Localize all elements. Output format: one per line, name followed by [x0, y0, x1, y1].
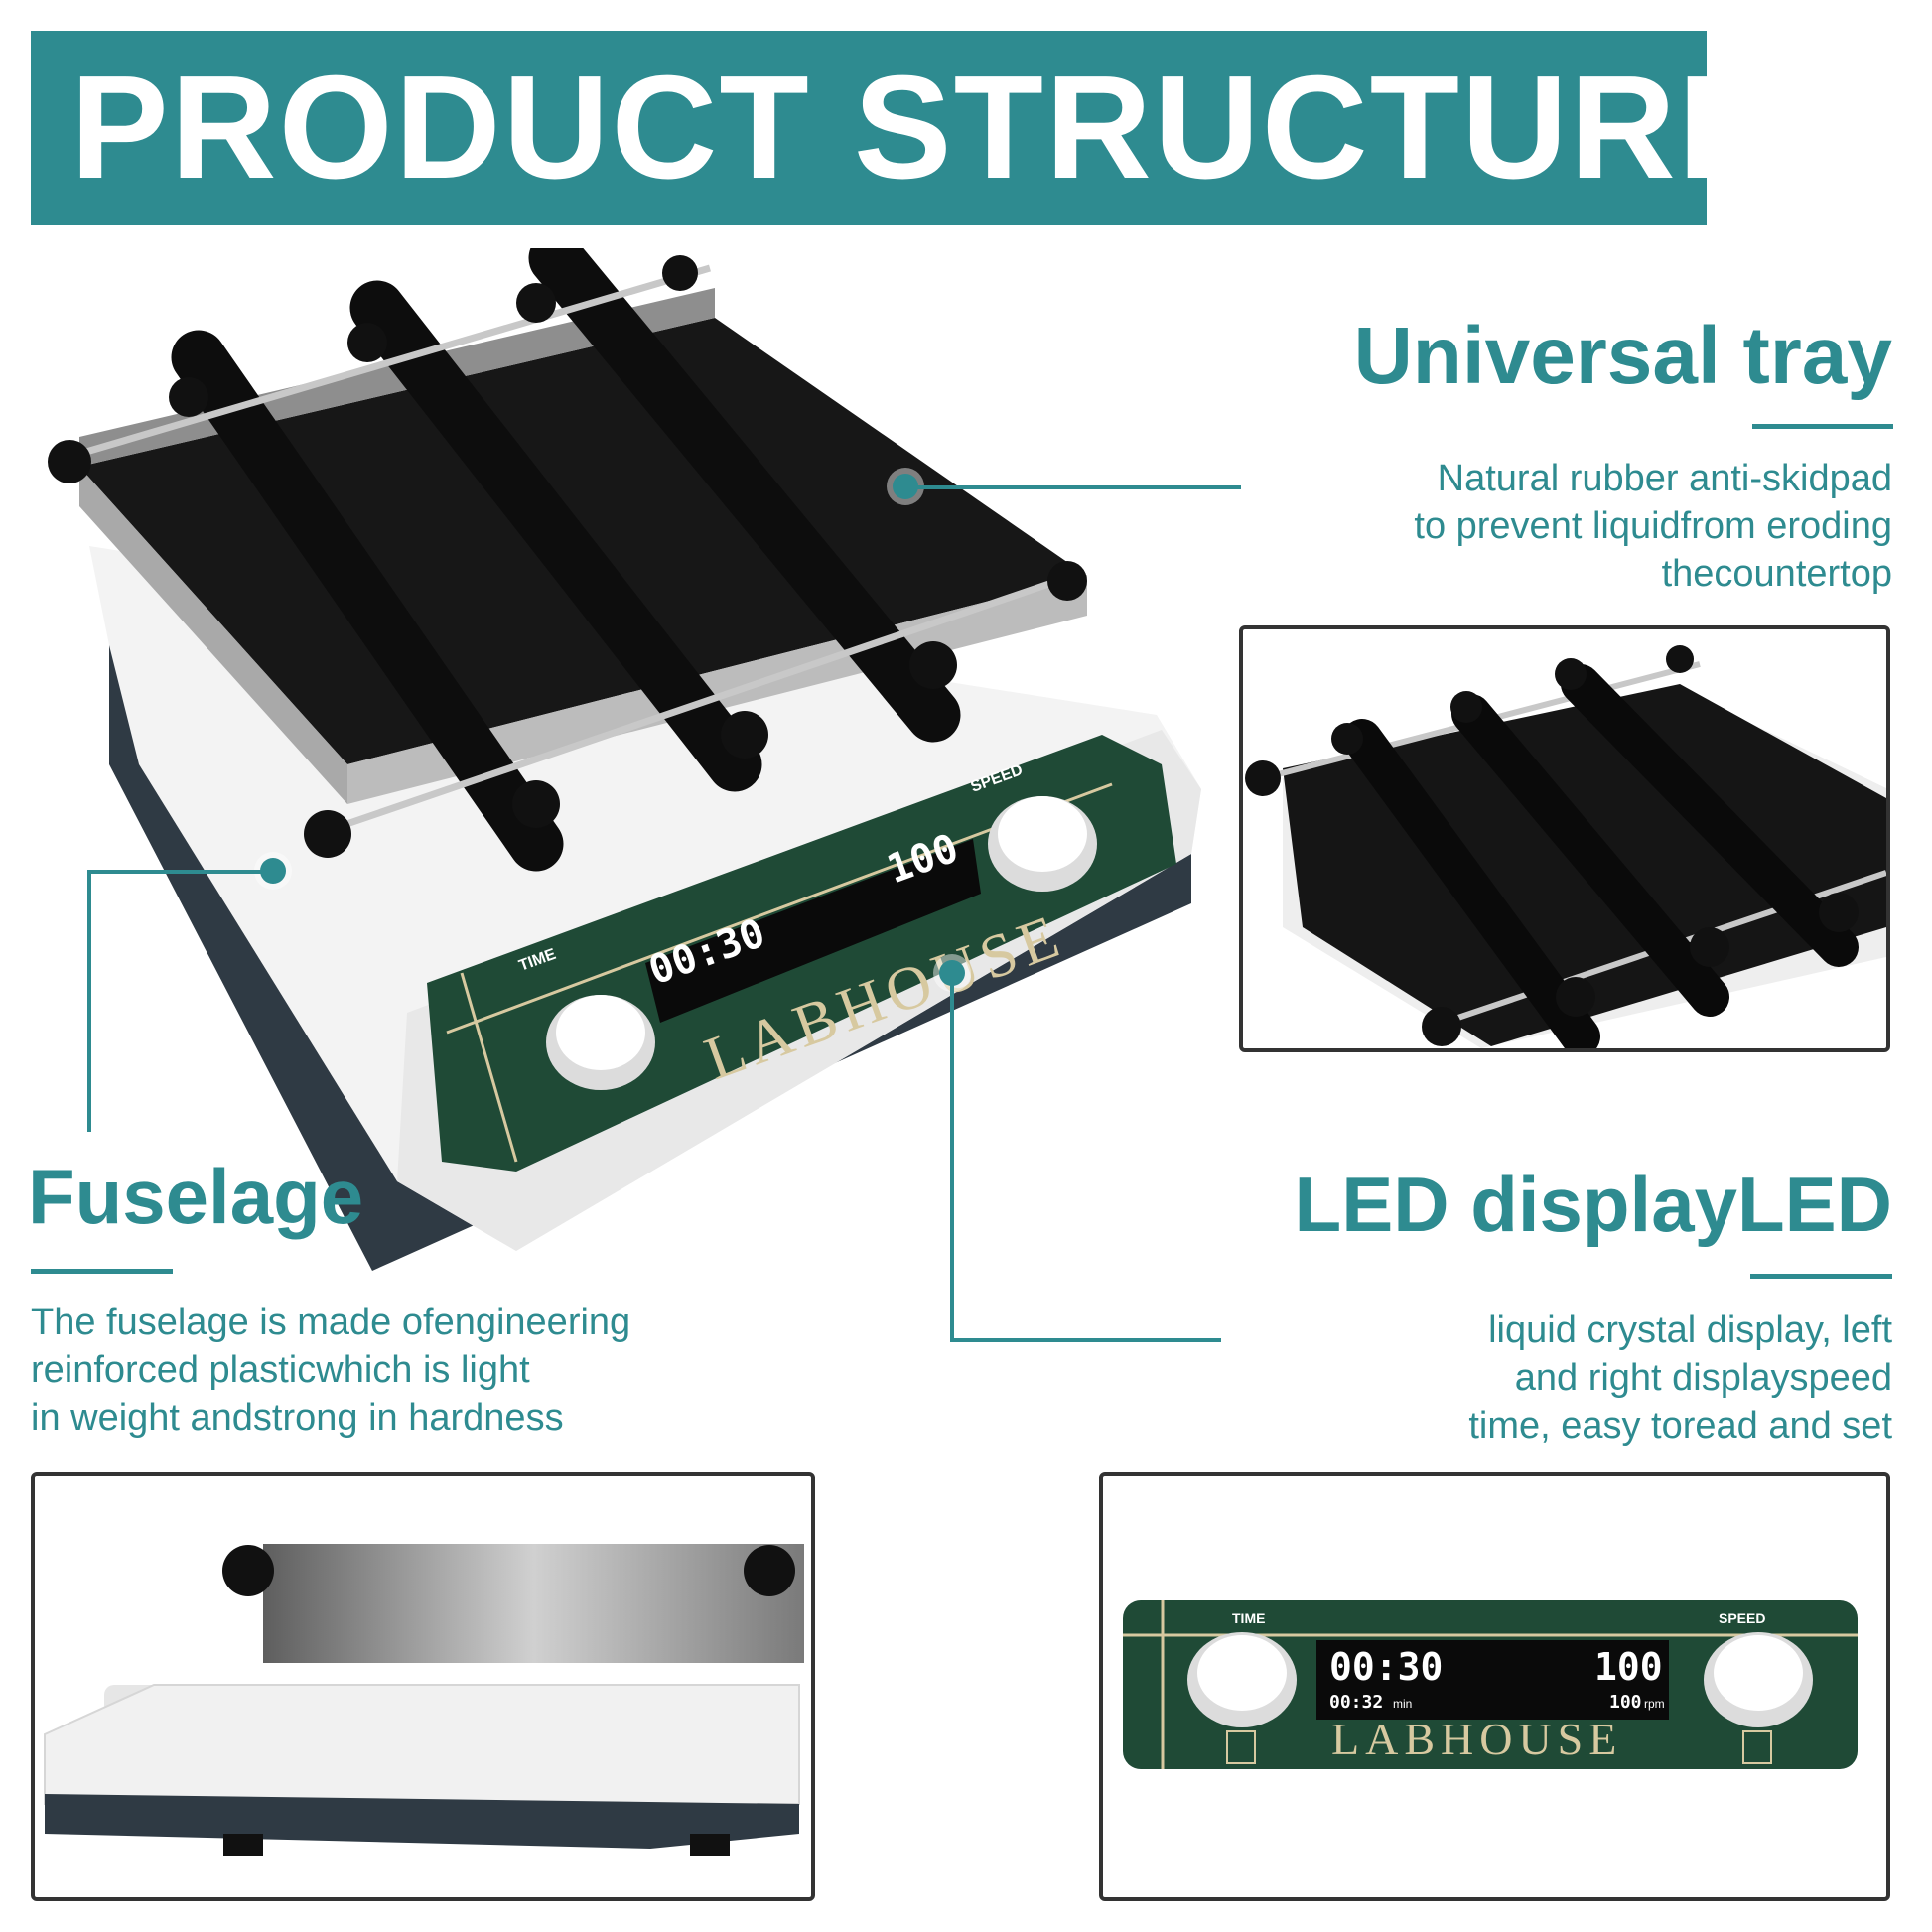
svg-text:100: 100 — [1594, 1645, 1663, 1689]
fuselage-heading-rule — [31, 1269, 173, 1274]
page-title: PRODUCT STRUCTURE — [70, 46, 1778, 209]
led-panel-image: TIME SPEED 00:30 00:32 min 100 100 rpm L… — [1123, 1600, 1858, 1769]
svg-text:100: 100 — [1609, 1692, 1642, 1713]
svg-text:rpm: rpm — [1644, 1697, 1665, 1711]
fuselage-description: The fuselage is made ofengineering reinf… — [31, 1302, 631, 1439]
lcd-closeup — [1316, 1640, 1669, 1720]
led-panel-frame: TIME SPEED 00:30 00:32 min 100 100 rpm L… — [1099, 1472, 1890, 1901]
fuselage-sideview-image — [44, 1544, 804, 1856]
title-banner: PRODUCT STRUCTURE — [31, 31, 1776, 225]
svg-text:SPEED: SPEED — [1719, 1610, 1765, 1626]
led-heading-rule — [1750, 1274, 1892, 1279]
fuselage-leader-line-h — [87, 870, 272, 874]
svg-text:00:30: 00:30 — [1329, 1645, 1443, 1689]
tray-closeup-frame — [1239, 625, 1890, 1052]
tray-heading-rule — [1752, 424, 1893, 429]
fuselage-sideview-frame — [31, 1472, 815, 1901]
tray-description: Natural rubber anti-skidpad to prevent l… — [1414, 458, 1892, 595]
tray-closeup-image — [1245, 645, 1886, 1048]
led-description: liquid crystal display, left and right d… — [1468, 1310, 1892, 1447]
led-leader-line-h — [950, 1338, 1221, 1342]
led-leader-line-v — [950, 973, 954, 1342]
tray-leader-line — [905, 485, 1241, 489]
fuselage-heading: Fuselage — [28, 1153, 364, 1240]
svg-text:TIME: TIME — [1232, 1610, 1265, 1626]
lcd-display — [645, 839, 981, 1023]
svg-text:00:32: 00:32 — [1329, 1692, 1383, 1713]
fuselage-leader-line-v — [87, 870, 91, 1132]
led-heading: LED displayLED — [1294, 1161, 1892, 1248]
main-device-image: TIME SPEED 00:30 100 LABHOUSE — [48, 248, 1201, 1271]
svg-text:LABHOUSE: LABHOUSE — [1331, 1714, 1622, 1764]
tray-heading: Universal tray — [1353, 311, 1892, 401]
svg-text:min: min — [1393, 1697, 1412, 1711]
